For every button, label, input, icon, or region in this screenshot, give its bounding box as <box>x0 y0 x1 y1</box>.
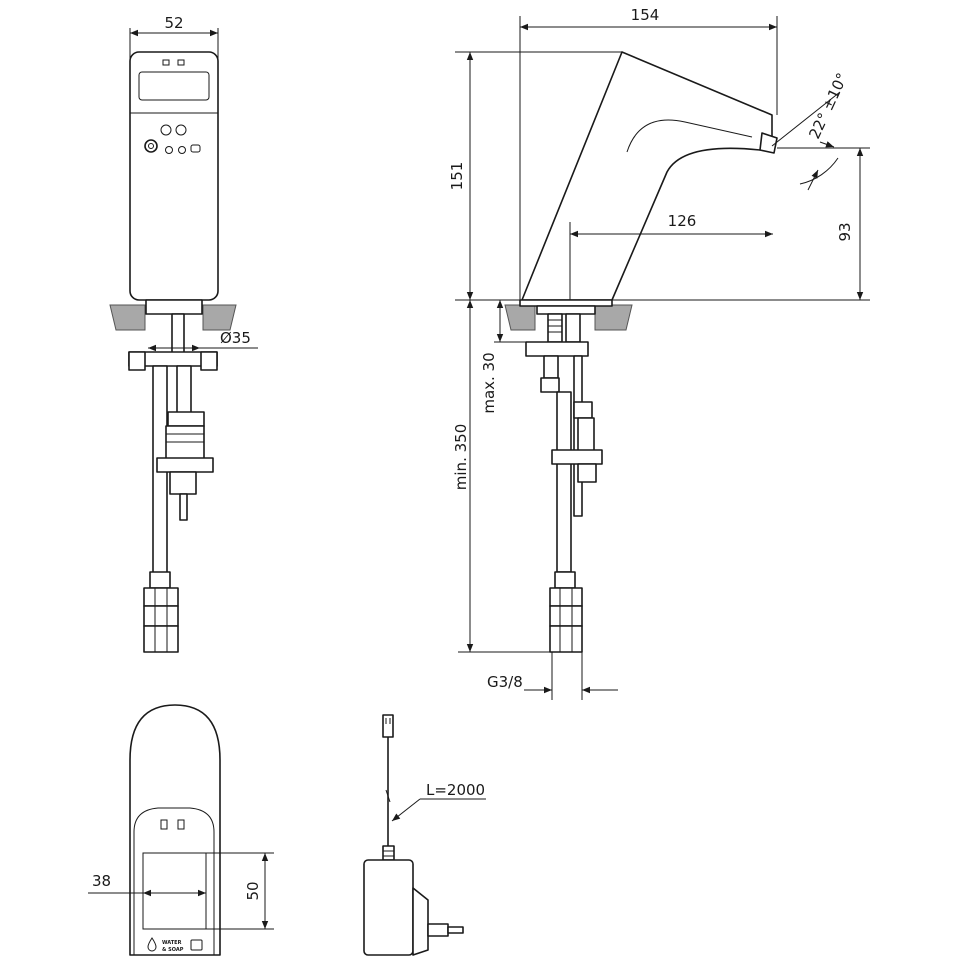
dim-93-label: 93 <box>836 222 854 241</box>
dim-50-label: 50 <box>244 881 262 900</box>
aerator <box>759 132 778 154</box>
valve-clamp-side <box>551 449 603 465</box>
valve-connector-side <box>573 401 593 419</box>
dim-max30-label: max. 30 <box>480 352 498 413</box>
solenoid-valve-front <box>165 425 205 461</box>
angle-ray <box>771 91 841 147</box>
hose-ferrule <box>149 571 171 589</box>
indicator-led-rear-1 <box>160 819 168 830</box>
sensor-lens-inner <box>148 143 154 149</box>
spout-body <box>521 51 773 301</box>
panel-label-soap: & SOAP <box>162 947 184 953</box>
mounting-plate-side <box>525 341 589 357</box>
valve-lower <box>169 471 197 495</box>
hose-ferrule-side <box>554 571 576 589</box>
control-button-3 <box>165 146 173 154</box>
plug-pin <box>447 926 464 934</box>
display-window <box>138 71 210 101</box>
base-plate-front <box>145 299 203 315</box>
supply-tube-side <box>565 313 581 343</box>
dim-52-label: 52 <box>164 14 183 32</box>
valve-lower-side <box>577 463 597 483</box>
soap-dispenser-icon <box>190 939 203 951</box>
side-view: 154 151 126 93 22° ±10° max. 30 min. 350 <box>448 6 870 700</box>
mounting-bolt-side <box>543 355 559 379</box>
nut-left <box>128 351 146 371</box>
cable-connector <box>382 714 394 738</box>
thread-label: G3/8 <box>487 673 523 691</box>
sensor-lens <box>144 139 158 153</box>
valve-clamp <box>156 457 214 473</box>
countertop-right-side <box>594 304 633 331</box>
countertop-right-front <box>202 304 237 331</box>
water-drop-icon <box>147 937 157 952</box>
connection-nut-mid-side <box>549 605 583 627</box>
faucet-body-front <box>129 51 219 301</box>
cable-length-label: L=2000 <box>426 781 485 799</box>
dim-350-label: min. 350 <box>452 424 470 490</box>
control-button-1 <box>160 124 172 136</box>
dim-154-label: 154 <box>631 6 660 24</box>
panel-label-water: WATER <box>162 940 182 946</box>
mounting-nut-side <box>540 377 560 393</box>
battery-icon <box>190 144 201 153</box>
cable-strain-relief <box>382 845 395 861</box>
dim-38-label: 38 <box>92 872 111 890</box>
valve-connector <box>167 411 205 427</box>
connection-nut-upper <box>143 587 179 607</box>
indicator-led-2 <box>177 59 185 66</box>
cable-length-leader <box>391 798 421 822</box>
dim-151-label: 151 <box>448 162 466 191</box>
plug-base <box>412 887 429 956</box>
connection-nut-mid <box>143 605 179 627</box>
base-gasket-side <box>536 305 596 315</box>
connection-nut-lower <box>143 625 179 653</box>
valve-cable-stub <box>179 493 188 521</box>
countertop-left-side <box>504 304 536 331</box>
angle-label: 22° ±10° <box>805 70 851 142</box>
rear-view: WATER & SOAP 38 50 <box>88 704 274 956</box>
base-plate-side <box>519 299 613 307</box>
power-adapter: L=2000 <box>363 714 486 956</box>
indicator-led-1 <box>162 59 170 66</box>
adapter-housing <box>363 859 414 956</box>
control-button-4 <box>178 146 186 154</box>
supply-hose-right <box>176 365 192 417</box>
spout-contour <box>626 119 753 153</box>
countertop-left-front <box>109 304 146 331</box>
threaded-stud <box>547 313 563 343</box>
supply-hose-side <box>556 391 572 573</box>
nut-right <box>200 351 218 371</box>
front-view: 52 Ø35 <box>109 14 258 653</box>
control-button-2 <box>175 124 187 136</box>
dim-35-label: Ø35 <box>220 329 251 347</box>
connection-nut-upper-side <box>549 587 583 607</box>
indicator-led-rear-2 <box>177 819 185 830</box>
angle-arc <box>799 157 839 185</box>
plug-pin-base <box>427 923 449 937</box>
dim-126-label: 126 <box>668 212 697 230</box>
connection-nut-lower-side <box>549 625 583 653</box>
sensor-panel <box>133 807 215 956</box>
